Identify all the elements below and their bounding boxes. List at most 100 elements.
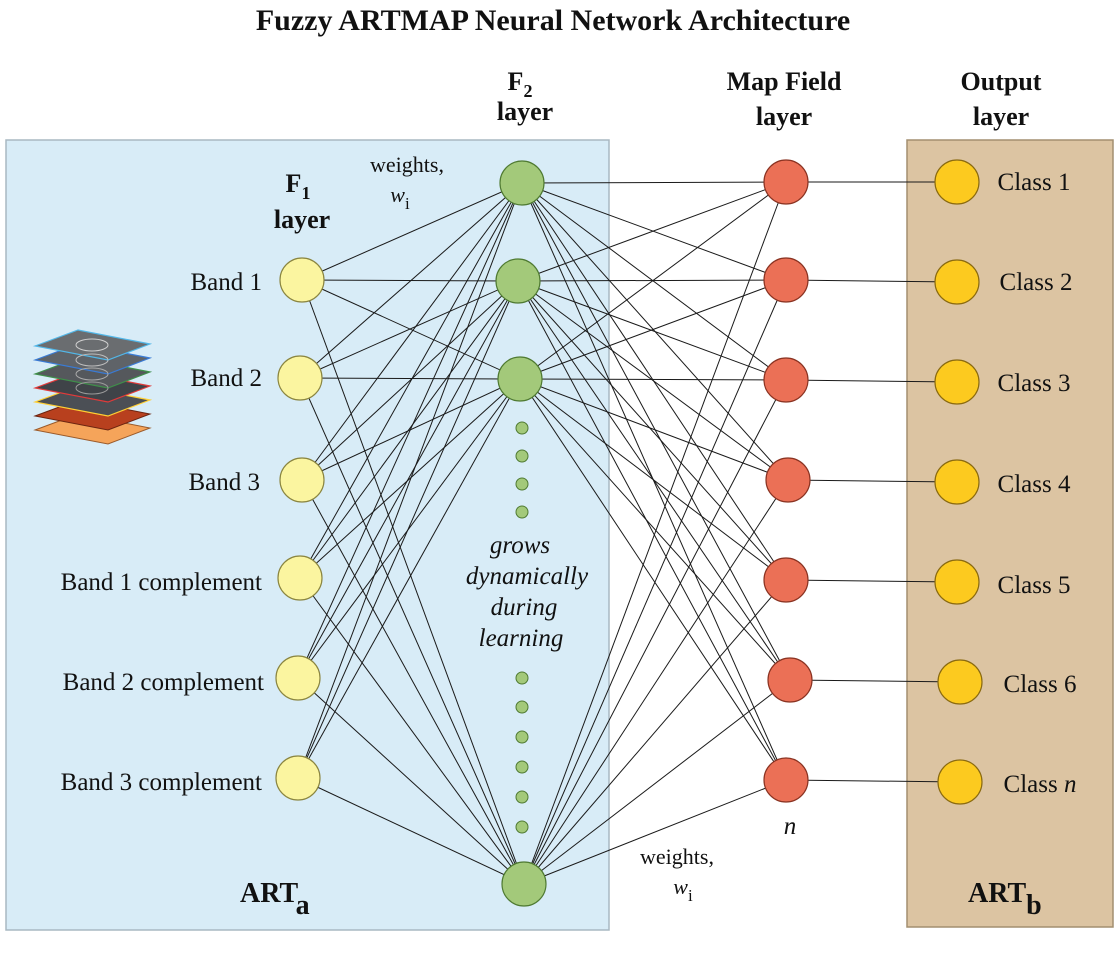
f1-header-letter: F [286,169,302,198]
f1-f2-weight-line [297,378,521,679]
f2-map-weight-line [523,279,787,885]
input-label-band-3-complement: Band 3 complement [61,769,262,796]
map-node [763,257,809,303]
map-node [763,357,809,403]
svg-text:ARTb: ARTb [968,878,1042,921]
f2-node [499,160,545,206]
f1-header-subscript: 1 [301,183,310,203]
f1-node [277,555,323,601]
weights-label-top: weights, wi [370,152,444,213]
growth-dot [515,760,529,774]
output-node [934,559,980,605]
f2-map-weight-line [523,181,787,885]
f2-map-weight-line [517,280,787,581]
f2-map-weight-line [519,378,787,581]
weights-label-bottom: weights, wi [640,844,714,905]
output-nodes [934,159,983,805]
map-node [763,757,809,803]
f2-map-weight-line [519,378,789,481]
f1-f2-weight-line [297,280,519,679]
weights-top-subscript: i [405,194,410,213]
map-field-header: Map Field layer [727,67,842,131]
art-b-subscript: b [1026,890,1042,921]
f2-map-weight-line [521,181,787,184]
f2-map-weight-line [519,378,791,681]
input-label-band-2: Band 2 [190,365,262,392]
f1-f2-weight-line [297,280,519,779]
f1-f2-weight-line [301,182,523,481]
map-output-line [785,379,958,383]
class-labels: Class 1 Class 2 Class 3 Class 4 Class 5 … [998,169,1077,798]
output-node [934,359,980,405]
f1-node [277,355,323,401]
art-a-subscript: a [296,890,310,921]
svg-text:ARTa: ARTa [240,878,310,921]
map-node [763,159,809,205]
growth-dot [515,421,529,435]
f1-f2-weight-line [297,182,523,779]
grows-line-4: learning [479,625,564,652]
map-node [767,657,813,703]
grows-dynamically-note: grows dynamically during learning [466,532,589,652]
f1-f2-weight-line [297,677,525,885]
weights-bottom-symbol: w [673,874,688,899]
diagram-title: Fuzzy ARTMAP Neural Network Architecture [256,4,850,37]
map-output-line [787,479,958,483]
f2-map-weight-line [519,279,787,380]
class-label-n-prefix: Class [1004,771,1064,798]
f2-map-weight-line [521,182,787,781]
f1-f2-weight-line [299,280,519,379]
input-label-band-1-complement: Band 1 complement [61,569,262,596]
f2-map-weight-line [521,182,787,381]
f1-f2-weight-line [301,182,523,281]
map-field-header-line1: Map Field [727,67,842,96]
input-label-band-2-complement: Band 2 complement [63,669,264,696]
art-b-panel [906,139,1114,928]
output-header-line1: Output [961,67,1042,96]
class-label-n-italic: n [1064,771,1077,798]
svg-text:wi: wi [673,874,693,905]
f1-f2-weight-line [299,377,521,380]
f1-f2-weight-line [299,182,523,379]
connection-lines [297,181,961,885]
growth-dot [515,505,529,519]
f1-f2-weight-line [299,182,523,579]
f2-map-weight-line [517,279,787,282]
input-label-band-3: Band 3 [188,469,260,496]
grows-line-1: grows [490,532,550,559]
f1-nodes [275,257,325,801]
class-label-2: Class 2 [1000,269,1073,296]
weights-top-text: weights, [370,152,444,177]
f2-header-subscript: 2 [523,81,532,101]
f2-map-weight-line [521,182,787,281]
class-label-4: Class 4 [998,471,1071,498]
map-node [763,557,809,603]
f1-f2-weight-line [297,777,525,885]
grows-line-2: dynamically [466,563,589,590]
growth-dot [515,477,529,491]
f1-f2-weight-line [301,479,525,885]
f2-map-weight-line [523,679,791,885]
f2-map-weight-line [523,479,789,885]
map-output-line [789,679,961,683]
output-node [937,759,983,805]
f1-f2-weight-line [297,182,523,679]
growth-dot [515,700,529,714]
f2-layer-header: F2 layer [497,67,553,126]
f1-f2-weight-line [301,279,519,282]
f2-map-weight-line [523,579,787,885]
growth-dot [515,790,529,804]
svg-text:F2: F2 [508,67,533,101]
f1-f2-weight-line [301,280,519,481]
f1-f2-weight-line [299,378,521,579]
growth-dot [515,449,529,463]
f1-f2-weight-line [301,279,525,885]
svg-text:wi: wi [390,182,410,213]
art-b-label: ART [968,878,1026,909]
f2-map-weight-line [523,779,787,885]
grows-line-3: during [491,594,558,621]
f1-node [279,457,325,503]
f1-node [275,655,321,701]
